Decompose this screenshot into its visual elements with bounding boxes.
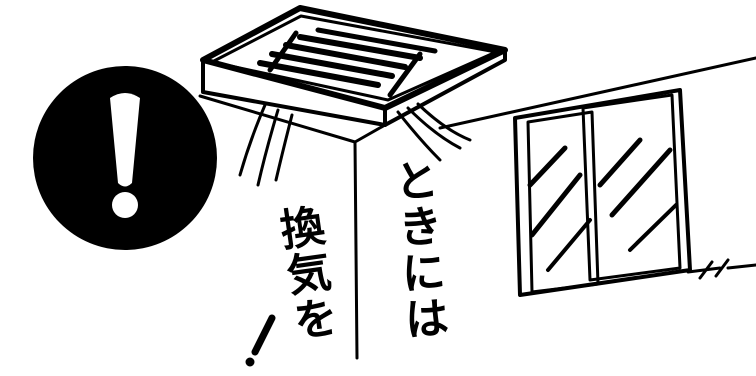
window	[513, 88, 756, 297]
ceiling-vent-fan	[200, 5, 508, 127]
warning-exclamation-icon	[33, 66, 217, 250]
caption-sometimes-text: ときには	[385, 156, 450, 344]
exclamation-stroke	[245, 314, 276, 367]
room-walls	[198, 56, 756, 360]
airflow-lines	[238, 102, 472, 187]
